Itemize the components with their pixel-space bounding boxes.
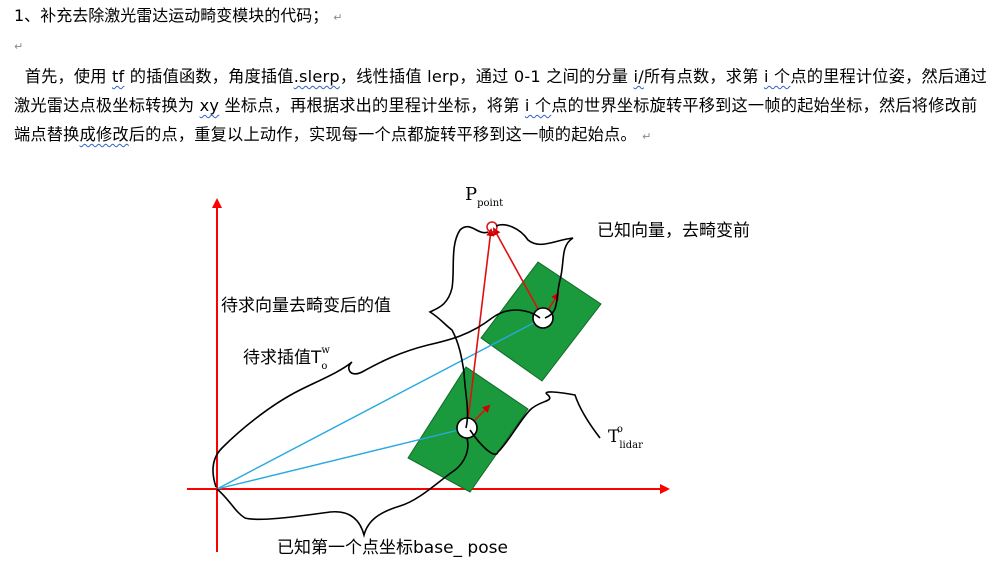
target-interp-label: 待求插值Tow [243, 345, 330, 372]
brace-base [216, 437, 469, 539]
lidar-main: T [608, 427, 620, 447]
target-vector [466, 228, 495, 429]
paragraph-segment: xy [199, 96, 220, 115]
paragraph-segment: 的插值函数，角度插值 [124, 67, 294, 86]
paragraph-segment: .slerp [293, 67, 340, 86]
paragraph-segment: 点的世界坐标旋转平移到这一帧的起始坐标，然后将修改前端点替换 [14, 96, 978, 144]
paragraph-segment: 后的点，重复以上动作，实现每一个点都旋转平移到这一帧的起始点。 [128, 125, 637, 144]
point-marker [486, 221, 498, 233]
target-interp-text: 待求插值T [243, 348, 322, 368]
target-interp-sub: o [321, 361, 327, 372]
brace-target-interp [212, 309, 541, 488]
paragraph-mark: ↵ [333, 11, 343, 24]
paragraph-segment: i 个 [763, 67, 791, 86]
lidar-sup: o [617, 424, 623, 435]
body-paragraph: 首先，使用 tf 的插值函数，角度插值.slerp，线性插值 lerp，通过 0… [14, 62, 992, 151]
paragraph-segment: i 个 [524, 96, 552, 115]
base-to-start-line [216, 427, 468, 490]
heading-number: 1、 [14, 6, 41, 25]
paragraph-end-mark: ↵ [642, 130, 652, 143]
heading-text: 补充去除激光雷达运动畸变模块的代码； [40, 6, 329, 25]
lidar-origin-end [532, 307, 554, 329]
lidar-distortion-diagram: Ppoint 已知向量，去畸变前 待求向量去畸变后的值 待求插值Tow Tlid… [187, 184, 750, 558]
blank-line-mark: ↵ [14, 40, 24, 53]
lidar-sub: lidar [619, 440, 643, 451]
lidar-label: Tlidar o [608, 424, 643, 451]
paragraph-segment: 首先，使用 [24, 67, 112, 86]
paragraph-segment: 所有点数，求第 [643, 67, 764, 86]
brace-lidar [469, 391, 601, 455]
section-heading: 1、补充去除激光雷达运动畸变模块的代码； ↵ [14, 6, 343, 28]
known-vector [493, 227, 544, 319]
p-point-sub: point [477, 198, 503, 209]
base-to-end-line [216, 317, 544, 490]
target-vector-label: 待求向量去畸变后的值 [221, 296, 391, 316]
base-pose-label: 已知第一个点坐标base_ pose [277, 538, 508, 558]
paragraph-segment: 坐标点，再根据求出的里程计坐标，将第 [219, 96, 525, 115]
brace-known-vector [495, 224, 574, 319]
known-vector-label: 已知向量，去畸变前 [597, 221, 750, 241]
paragraph-segment: tf [112, 67, 125, 86]
paragraph-segment: 点的里程计位姿，然后通过激光雷达点极坐标转换为 [14, 67, 988, 115]
p-point-main: P [465, 184, 477, 205]
paragraph-segment: ，线性插值 lerp，通过 0-1 之间的分量 [339, 67, 634, 86]
paragraph-segment: i/ [633, 67, 644, 86]
target-interp-sup: w [321, 345, 330, 356]
p-point-label: Ppoint [465, 184, 503, 209]
paragraph-segment: 成修改 [79, 125, 129, 144]
brace-target-vector [428, 225, 489, 429]
